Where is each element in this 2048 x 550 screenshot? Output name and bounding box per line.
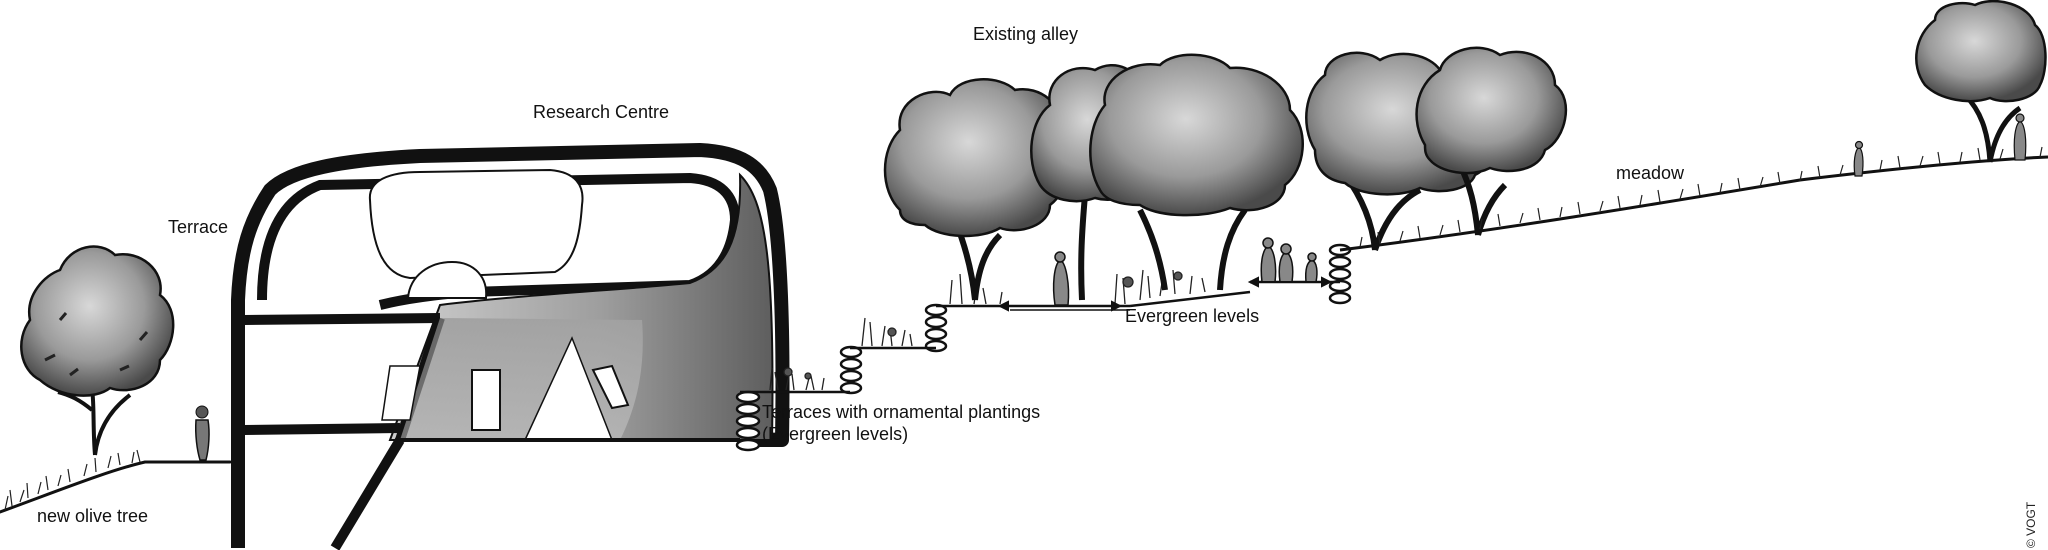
- person-icon: [1853, 140, 1864, 177]
- evergreen-levels-arrow: [997, 276, 1333, 312]
- person-icon: [1052, 237, 1318, 306]
- label-evergreen-levels: Evergreen levels: [1125, 306, 1260, 326]
- tree-icon: [1089, 53, 1304, 291]
- label-existing-alley: Existing alley: [973, 24, 1079, 44]
- tree-icon: [1415, 46, 1568, 236]
- image-credit: © VOGT: [2024, 501, 2038, 548]
- label-research-centre: Research Centre: [533, 102, 670, 122]
- person-icon: [2013, 113, 2027, 161]
- label-terraces-line1: Terraces with ornamental plantings: [762, 402, 1041, 422]
- label-meadow: meadow: [1616, 163, 1685, 183]
- label-terraces-line2: (Evergreen levels): [762, 424, 909, 444]
- terrace-plantings: [769, 269, 1206, 391]
- grass-icon: [1359, 145, 2043, 248]
- grass-icon: [4, 449, 141, 511]
- label-new-olive-tree: new olive tree: [37, 506, 149, 526]
- label-terrace: Terrace: [168, 217, 229, 237]
- tree-icon: [1915, 0, 2047, 163]
- building-section: [231, 143, 790, 550]
- person-icon: [195, 405, 210, 461]
- stone-wall-icon: [735, 243, 1352, 452]
- label-terraces-with-ornamental-plantings: Terraces with ornamental plantings (Ever…: [762, 401, 1040, 445]
- ground-left: [0, 460, 232, 514]
- tree-icon: [20, 245, 175, 456]
- ground-meadow: [1339, 155, 2048, 252]
- terrace-steps: [740, 280, 1340, 394]
